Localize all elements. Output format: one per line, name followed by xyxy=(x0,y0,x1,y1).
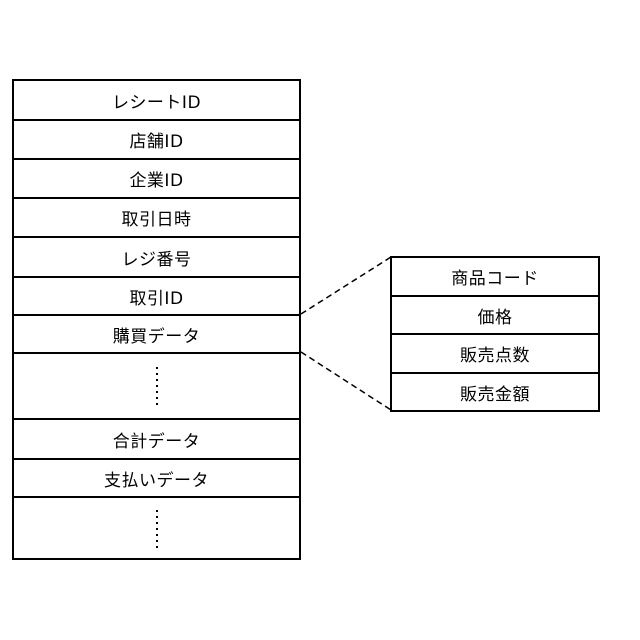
connector-top-line xyxy=(301,257,391,314)
field-sales-amount: 販売金額 xyxy=(392,374,598,410)
connector-bottom-line xyxy=(301,352,391,410)
field-sales-quantity: 販売点数 xyxy=(392,335,598,374)
field-product-code: 商品コード xyxy=(392,258,598,297)
field-price: 価格 xyxy=(392,297,598,335)
purchase-data-detail-table: 商品コード 価格 販売点数 販売金額 xyxy=(390,256,600,412)
